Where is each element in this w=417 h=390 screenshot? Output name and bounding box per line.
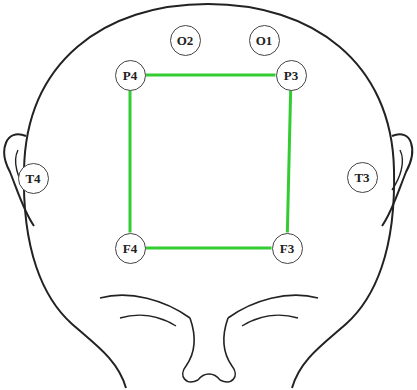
electrode-label: F4 (123, 242, 137, 255)
electrode-circle: O2 (170, 25, 201, 56)
electrode-label: T4 (25, 172, 40, 185)
electrode-label: P3 (284, 69, 298, 82)
electrode-label: T3 (354, 171, 369, 184)
electrode-circle: P4 (115, 60, 146, 91)
electrode-label: O1 (256, 34, 273, 47)
electrode-link (287, 90, 290, 232)
electrode-label: P4 (123, 69, 137, 82)
electrode-link (146, 247, 272, 250)
electrode-circle: F4 (115, 233, 146, 264)
electrode-circle: T4 (18, 163, 49, 194)
electrode-circle: T3 (347, 162, 378, 193)
electrode-label: O2 (177, 34, 194, 47)
electrode-link (146, 74, 276, 77)
electrode-circle: F3 (272, 233, 303, 264)
electrode-circle: P3 (276, 60, 307, 91)
electrode-link (129, 91, 132, 233)
electrode-circle: O1 (249, 25, 280, 56)
electrode-label: F3 (280, 242, 294, 255)
